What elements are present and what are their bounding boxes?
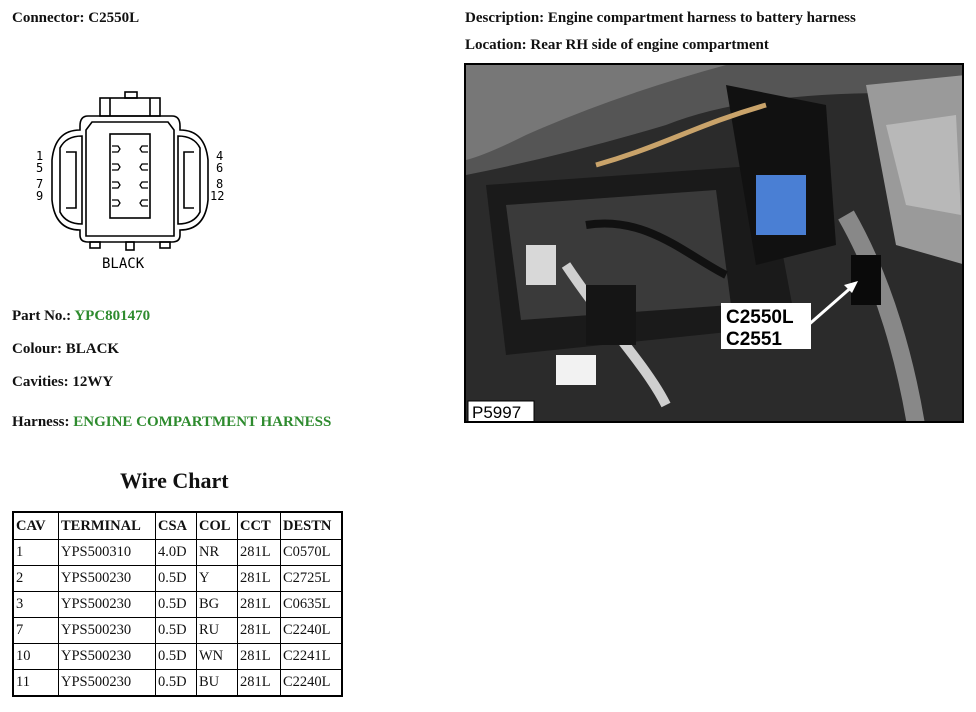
cell-destn: C0570L — [280, 539, 343, 566]
pin-label-8: 8 — [216, 177, 223, 191]
cell-cct: 281L — [237, 565, 281, 592]
photo-id-label: P5997 — [472, 403, 521, 422]
pin-label-9: 9 — [36, 189, 43, 203]
cell-cct: 281L — [237, 617, 281, 644]
cell-csa: 0.5D — [155, 591, 197, 618]
colour-line: Colour: BLACK — [12, 341, 119, 358]
connector-color-label: BLACK — [102, 256, 145, 272]
cell-terminal: YPS500230 — [58, 643, 156, 670]
part-number-value: YPC801470 — [74, 308, 151, 324]
cell-cav: 1 — [12, 539, 59, 566]
location-label: Location: — [465, 37, 531, 53]
cell-cav: 3 — [12, 591, 59, 618]
colour-value: BLACK — [65, 341, 120, 357]
cavities-line: Cavities: 12WY — [12, 374, 113, 391]
cell-terminal: YPS500230 — [58, 591, 156, 618]
engine-bay-illustration: C2550L C2551 P5997 — [466, 65, 962, 422]
cell-destn: C2240L — [280, 669, 343, 697]
wire-chart-table: CAV TERMINAL CSA COL CCT DESTN 1 YPS5003… — [12, 511, 343, 697]
cell-terminal: YPS500310 — [58, 539, 156, 566]
cell-csa: 0.5D — [155, 565, 197, 592]
cell-col: WN — [196, 643, 238, 670]
cell-csa: 4.0D — [155, 539, 197, 566]
table-row: 1 YPS500310 4.0D NR 281L C0570L — [12, 539, 343, 566]
cell-destn: C0635L — [280, 591, 343, 618]
table-row: 2 YPS500230 0.5D Y 281L C2725L — [12, 565, 343, 592]
cell-cav: 11 — [12, 669, 59, 697]
col-header-cct: CCT — [237, 511, 281, 540]
cavities-value: 12WY — [72, 374, 114, 390]
col-header-cav: CAV — [12, 511, 59, 540]
table-row: 10 YPS500230 0.5D WN 281L C2241L — [12, 643, 343, 670]
cell-col: BU — [196, 669, 238, 697]
cell-destn: C2241L — [280, 643, 343, 670]
callout-c2551: C2551 — [726, 329, 782, 350]
harness-line: Harness: ENGINE COMPARTMENT HARNESS — [12, 414, 331, 431]
description-value: Engine compartment harness to battery ha… — [547, 10, 856, 26]
col-header-destn: DESTN — [280, 511, 343, 540]
cell-terminal: YPS500230 — [58, 617, 156, 644]
location-value: Rear RH side of engine compartment — [530, 37, 769, 53]
table-header-row: CAV TERMINAL CSA COL CCT DESTN — [12, 511, 343, 540]
table-row: 3 YPS500230 0.5D BG 281L C0635L — [12, 591, 343, 618]
cell-destn: C2240L — [280, 617, 343, 644]
wire-chart-title: Wire Chart — [120, 468, 229, 493]
connector-heading: Connector: C2550L — [12, 10, 139, 27]
cell-terminal: YPS500230 — [58, 565, 156, 592]
pin-label-4: 4 — [216, 149, 223, 163]
location-line: Location: Rear RH side of engine compart… — [465, 37, 769, 54]
pin-label-5: 5 — [36, 161, 43, 175]
cell-col: RU — [196, 617, 238, 644]
cell-col: NR — [196, 539, 238, 566]
cell-cct: 281L — [237, 669, 281, 697]
cell-cct: 281L — [237, 539, 281, 566]
col-header-csa: CSA — [155, 511, 197, 540]
cell-csa: 0.5D — [155, 617, 197, 644]
cell-cav: 7 — [12, 617, 59, 644]
connector-face-diagram: 1 5 7 9 4 6 8 12 BLACK — [36, 91, 224, 272]
colour-label: Colour: — [12, 341, 66, 357]
description-label: Description: — [465, 10, 548, 26]
cell-destn: C2725L — [280, 565, 343, 592]
cell-col: BG — [196, 591, 238, 618]
cell-cct: 281L — [237, 643, 281, 670]
table-row: 7 YPS500230 0.5D RU 281L C2240L — [12, 617, 343, 644]
pin-label-1: 1 — [36, 149, 43, 163]
callout-c2550l: C2550L — [726, 307, 794, 328]
col-header-terminal: TERMINAL — [58, 511, 156, 540]
cell-col: Y — [196, 565, 238, 592]
cavities-label: Cavities: — [12, 374, 73, 390]
cell-cct: 281L — [237, 591, 281, 618]
connector-label: Connector: — [12, 10, 89, 26]
part-number-line: Part No.: YPC801470 — [12, 308, 150, 325]
harness-value: ENGINE COMPARTMENT HARNESS — [73, 414, 332, 430]
cell-csa: 0.5D — [155, 643, 197, 670]
cell-cav: 2 — [12, 565, 59, 592]
cell-terminal: YPS500230 — [58, 669, 156, 697]
table-row: 11 YPS500230 0.5D BU 281L C2240L — [12, 669, 343, 697]
pin-label-12: 12 — [210, 189, 224, 203]
description-line: Description: Engine compartment harness … — [465, 10, 856, 27]
connector-value: C2550L — [88, 10, 140, 26]
location-photo: C2550L C2551 P5997 — [464, 63, 964, 423]
pin-label-7: 7 — [36, 177, 43, 191]
part-number-label: Part No.: — [12, 308, 75, 324]
harness-label: Harness: — [12, 414, 74, 430]
pin-label-6: 6 — [216, 161, 223, 175]
col-header-col: COL — [196, 511, 238, 540]
cell-cav: 10 — [12, 643, 59, 670]
cell-csa: 0.5D — [155, 669, 197, 697]
